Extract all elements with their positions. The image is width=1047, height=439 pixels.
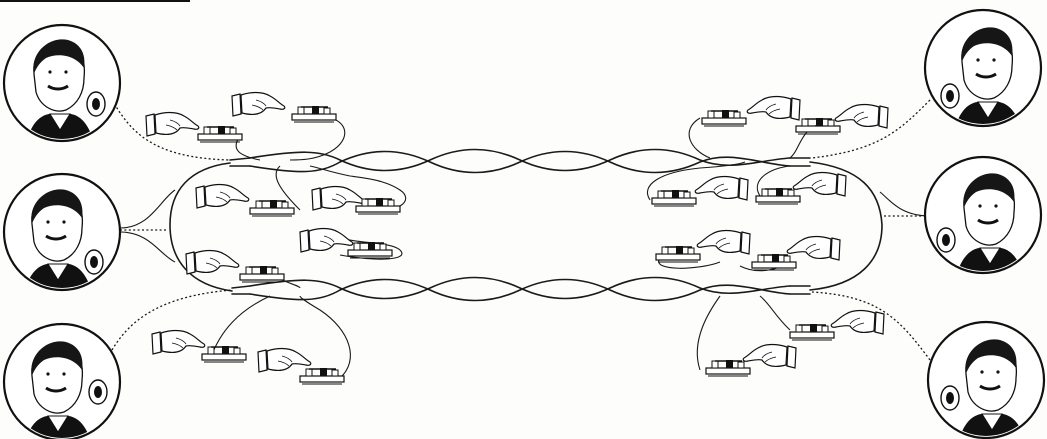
right-telegraph-key-1 bbox=[701, 95, 801, 127]
right-telegraph-key-6 bbox=[751, 235, 841, 271]
lower-cable bbox=[231, 276, 811, 302]
left-telegraph-key-7 bbox=[151, 329, 247, 363]
portrait-middle-right bbox=[923, 155, 1043, 275]
left-telegraph-key-6 bbox=[185, 249, 285, 283]
portrait-middle-left bbox=[2, 172, 122, 292]
right-telegraph-key-8 bbox=[705, 343, 797, 377]
portrait-top-left bbox=[2, 23, 122, 143]
right-telegraph-key-2 bbox=[795, 103, 889, 135]
upper-cable bbox=[229, 148, 811, 174]
right-telegraph-key-5 bbox=[655, 229, 751, 263]
left-telegraph-key-4 bbox=[311, 185, 401, 215]
left-wiring bbox=[111, 99, 407, 379]
portrait-bottom-left bbox=[2, 322, 122, 439]
left-telegraph-key-3 bbox=[195, 183, 295, 217]
right-wiring bbox=[646, 99, 931, 371]
right-telegraph-key-3 bbox=[651, 175, 749, 207]
portrait-bottom-right bbox=[926, 320, 1046, 439]
portrait-top-right bbox=[923, 8, 1043, 128]
right-telegraph-key-4 bbox=[755, 171, 847, 205]
left-telegraph-key-1 bbox=[145, 111, 243, 143]
left-telegraph-key-8 bbox=[257, 347, 345, 385]
left-telegraph-key-2 bbox=[231, 91, 337, 123]
right-telegraph-key-7 bbox=[789, 309, 885, 341]
left-telegraph-key-5 bbox=[299, 227, 393, 259]
